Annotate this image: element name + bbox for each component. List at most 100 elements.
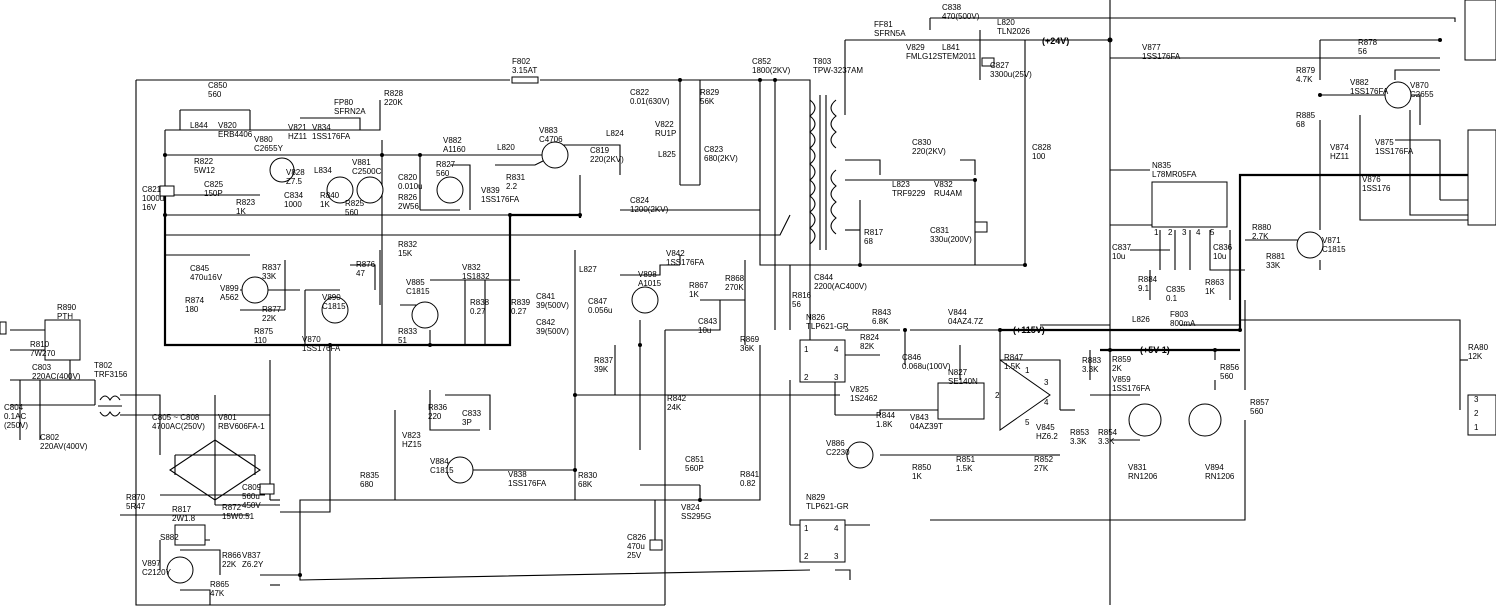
label-v825-line: V825 (850, 385, 869, 394)
label-v824-line: V824 (681, 503, 700, 512)
label-c819-line: C819 (590, 146, 610, 155)
label-r865-line: 47K (210, 589, 225, 598)
label-v844-line: V844 (948, 308, 967, 317)
label-r822-line: R822 (194, 157, 214, 166)
label-v886-line: V886 (826, 439, 845, 448)
label-r883-line: 3.3K (1082, 365, 1099, 374)
label-c838-line: 470(500V) (942, 12, 980, 21)
label-l834-line: L834 (314, 166, 332, 175)
label-c844-line: 2200(AC400V) (814, 282, 867, 291)
label-v875-line: 1SS176FA (1375, 147, 1414, 156)
label-c830-line: 220(2KV) (912, 147, 946, 156)
label-c837-line: 10u (1112, 252, 1125, 261)
label-r817a-line: 2W1.8 (172, 514, 196, 523)
label-r837a-line: R837 (262, 263, 282, 272)
label-v828-line: Z7.5 (286, 177, 303, 186)
label-r829-line: 56K (700, 97, 715, 106)
label-c828-line: 100 (1032, 152, 1046, 161)
svg-text:2: 2 (995, 391, 1000, 400)
label-r842-line: 24K (667, 403, 682, 412)
label-r826-line: R826 (398, 193, 418, 202)
label-v820-line: V820 (218, 121, 237, 130)
label-r840-line: 1K (320, 200, 330, 209)
svg-text:4: 4 (834, 524, 839, 533)
regulator-pins: 1 2 3 4 5 (1154, 228, 1215, 237)
label-l841-line: TEM2011 (942, 52, 977, 61)
label-r853-line: R853 (1070, 428, 1090, 437)
label-v838-line: V838 (508, 470, 527, 479)
label-c835-line: 0.1 (1166, 294, 1178, 303)
label-r859-line: R859 (1112, 355, 1132, 364)
label-c826-line: 25V (627, 551, 642, 560)
label-r866-line: 22K (222, 560, 237, 569)
label-c845-line: C845 (190, 264, 210, 273)
label-v875-line: V875 (1375, 138, 1394, 147)
label-r832-line: R832 (398, 240, 418, 249)
label-r847-line: R847 (1004, 353, 1024, 362)
label-ff81-line: FF81 (874, 20, 893, 29)
label-r841-line: 0.82 (740, 479, 756, 488)
label-v823-line: HZ15 (402, 440, 422, 449)
label-r825-line: 560 (345, 208, 359, 217)
label-n835-line: N835 (1152, 161, 1172, 170)
label-v829-line: FMLG12S (906, 52, 942, 61)
label-c822-line: C822 (630, 88, 650, 97)
label-v890-line: C1815 (322, 302, 346, 311)
label-r850-line: 1K (912, 472, 922, 481)
label-c822-line: 0.01(630V) (630, 97, 670, 106)
label-r870-line: 5R47 (126, 502, 146, 511)
opamp-pins: 1 2 3 4 5 (995, 366, 1049, 427)
label-l820b-line: L820 (997, 18, 1015, 27)
label-c823-line: 680(2KV) (704, 154, 738, 163)
label-r872-line: 15W0.51 (222, 512, 255, 521)
label-c852-line: 1800(2KV) (752, 66, 791, 75)
label-r866-line: R866 (222, 551, 242, 560)
label-c827-line: C827 (990, 61, 1010, 70)
component-shapes (0, 0, 1496, 584)
label-fp80-line: FP80 (334, 98, 354, 107)
label-c809-line: C809 (242, 483, 262, 492)
label-v877-line: V877 (1142, 43, 1161, 52)
label-c821-line: C821 (142, 185, 162, 194)
label-v843-line: 04AZ39T (910, 422, 943, 431)
label-c825-line: C825 (204, 180, 224, 189)
label-v894-line: RN1206 (1205, 472, 1235, 481)
label-c846-line: 0.068u(100V) (902, 362, 951, 371)
label-r884-line: R884 (1138, 275, 1158, 284)
label-r833-line: R833 (398, 327, 418, 336)
label-c852-line: C852 (752, 57, 772, 66)
label-v837-line: Z6.2Y (242, 560, 264, 569)
label-r810-line: R810 (30, 340, 50, 349)
label-l820b-line: TLN2026 (997, 27, 1030, 36)
label-c820-line: C820 (398, 173, 418, 182)
connector-pins: 3 2 1 (1474, 395, 1479, 432)
label-v842-line: 1SS176FA (666, 258, 705, 267)
label-r863-line: R863 (1205, 278, 1225, 287)
label-c834-line: 1000 (284, 200, 302, 209)
label-t802-line: TRF3156 (94, 370, 128, 379)
